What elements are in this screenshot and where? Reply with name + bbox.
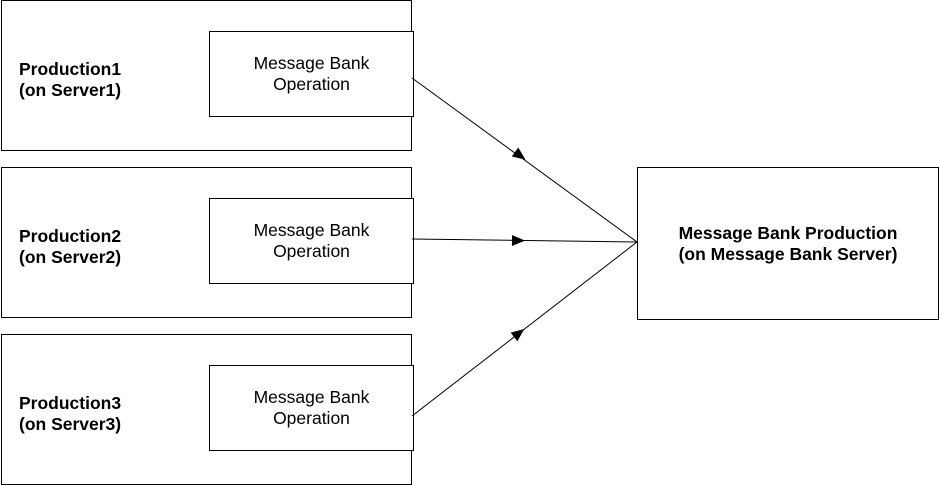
production-1-name: Production1 xyxy=(19,59,122,79)
production-2-server: (on Server2) xyxy=(19,247,122,267)
production-2-box: Production2 (on Server2) Message Bank Op… xyxy=(1,167,414,318)
message-bank-production-line2: (on Message Bank Server) xyxy=(678,243,898,264)
production-1-operation-box: Message Bank Operation xyxy=(209,31,414,117)
production-3-title: Production3 (on Server3) xyxy=(19,393,121,435)
message-bank-production-box: Message Bank Production (on Message Bank… xyxy=(637,167,939,320)
production-1-box: Production1 (on Server1) Message Bank Op… xyxy=(1,0,414,151)
connector-1-arrowhead-icon xyxy=(511,147,526,160)
production-2-operation-box: Message Bank Operation xyxy=(209,198,414,284)
production-3-box: Production3 (on Server3) Message Bank Op… xyxy=(1,334,414,485)
connector-1-line xyxy=(411,77,638,243)
production-3-operation-box: Message Bank Operation xyxy=(209,365,414,451)
connector-2-arrowhead-icon xyxy=(511,235,525,246)
production-1-operation-line2: Operation xyxy=(273,74,350,94)
production-1-server: (on Server1) xyxy=(19,80,122,100)
connector-3-arrowhead-icon xyxy=(510,329,525,342)
production-3-operation-line2: Operation xyxy=(273,408,350,428)
message-bank-production-line1: Message Bank Production xyxy=(678,222,898,243)
production-3-name: Production3 xyxy=(19,393,122,413)
production-2-name: Production2 xyxy=(19,226,122,246)
production-1-title: Production1 (on Server1) xyxy=(19,59,121,101)
production-3-server: (on Server3) xyxy=(19,414,122,434)
production-3-operation-line1: Message Bank xyxy=(253,387,370,407)
connector-3-line xyxy=(411,241,638,417)
production-2-operation-line2: Operation xyxy=(273,241,350,261)
production-2-operation-line1: Message Bank xyxy=(253,220,370,240)
production-2-title: Production2 (on Server2) xyxy=(19,226,121,268)
production-1-operation-line1: Message Bank xyxy=(253,53,370,73)
